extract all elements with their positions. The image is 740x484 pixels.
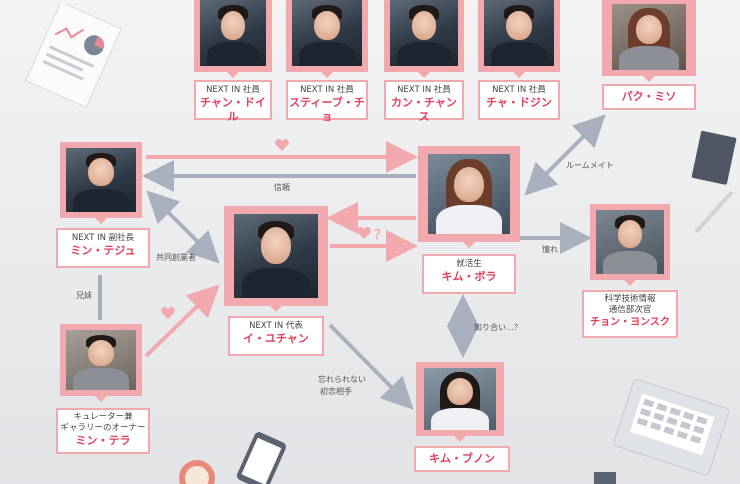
phone-icon	[236, 432, 286, 484]
portrait-photo	[66, 330, 136, 390]
coffee-cup-icon	[179, 460, 215, 484]
portrait-photo	[292, 0, 362, 66]
notebook-icon	[691, 130, 737, 185]
label-admire: 憧れ	[542, 245, 558, 254]
portrait-photo	[390, 0, 458, 66]
card-park-miso[interactable]: パク・ミソ	[602, 0, 696, 110]
laptop-icon	[613, 378, 730, 476]
name-label: キム・ブノン	[414, 446, 510, 472]
portrait-photo	[424, 368, 496, 430]
card-lee-yuchan[interactable]: NEXT IN 代表 イ・ユチャン	[224, 206, 328, 356]
portrait-photo	[612, 4, 686, 70]
portrait-photo	[200, 0, 266, 66]
card-kim-bora[interactable]: 就活生 キム・ボラ	[418, 146, 520, 294]
label-siblings: 兄妹	[76, 291, 92, 300]
name-label: 科学技術情報 通信部次官 チョン・ヨンスク	[582, 290, 678, 338]
name-label: パク・ミソ	[602, 84, 696, 110]
arrow-roommate	[524, 114, 606, 196]
arrow-tera-to-yuchan	[144, 284, 220, 358]
name-label: NEXT IN 社員 チャン・ドイル	[194, 80, 272, 123]
portrait-photo	[484, 0, 554, 66]
arrow-cofounder	[146, 190, 220, 264]
label-trust: 信頼	[274, 183, 290, 192]
portrait-photo	[596, 210, 664, 274]
heart-icon	[275, 139, 289, 151]
arrow-yuchan-to-bunon	[328, 323, 414, 410]
heart-icon	[161, 307, 175, 319]
label-acquaintance: 知り合い…？	[474, 323, 522, 332]
heart-question-mark: ？	[374, 228, 388, 243]
portrait-photo	[234, 214, 318, 298]
portrait-photo	[66, 148, 136, 212]
card-steve-cho[interactable]: NEXT IN 社員 スティーブ・チョ	[286, 0, 368, 123]
label-cofounder: 共同創業者	[156, 253, 196, 262]
card-kang-chans[interactable]: NEXT IN 社員 カン・チャンス	[384, 0, 464, 123]
name-label: NEXT IN 社員 カン・チャンス	[384, 80, 464, 123]
card-min-teju[interactable]: NEXT IN 副社長 ミン・テジュ	[56, 142, 150, 270]
document-chart-icon	[25, 4, 122, 108]
portrait-photo	[428, 154, 510, 234]
pen-icon	[694, 190, 734, 234]
card-min-tera[interactable]: キュレーター兼 ギャラリーのオーナー ミン・テラ	[56, 324, 150, 454]
name-label: NEXT IN 副社長 ミン・テジュ	[56, 228, 150, 268]
name-label: NEXT IN 代表 イ・ユチャン	[228, 316, 324, 356]
card-cha-dojin[interactable]: NEXT IN 社員 チャ・ドジン	[478, 0, 560, 122]
label-first-love: 忘れられない	[318, 375, 366, 384]
card-kim-bunon[interactable]: キム・ブノン	[414, 362, 510, 472]
name-label: NEXT IN 社員 チャ・ドジン	[478, 80, 560, 120]
name-label: 就活生 キム・ボラ	[422, 254, 516, 294]
label-first-love-2: 初恋相手	[320, 387, 352, 396]
name-label: キュレーター兼 ギャラリーのオーナー ミン・テラ	[56, 408, 150, 454]
heart-icon	[357, 227, 371, 239]
label-roommate: ルームメイト	[566, 161, 614, 170]
document-corner-icon	[594, 472, 616, 484]
name-label: NEXT IN 社員 スティーブ・チョ	[286, 80, 368, 123]
card-jeon-yongsuk[interactable]: 科学技術情報 通信部次官 チョン・ヨンスク	[582, 204, 678, 338]
card-chan-doyle[interactable]: NEXT IN 社員 チャン・ドイル	[194, 0, 272, 123]
